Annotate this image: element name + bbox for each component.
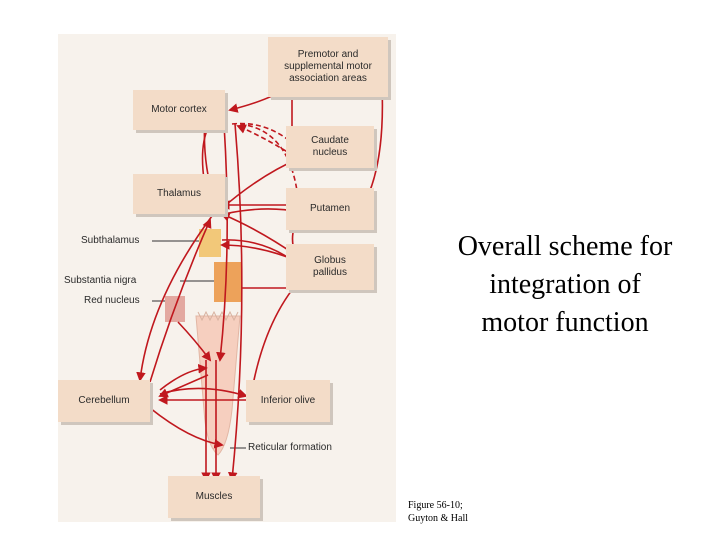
thalamus-box: Thalamus xyxy=(133,174,225,214)
muscles-box: Muscles xyxy=(168,476,260,518)
brainstem-shape xyxy=(195,315,241,456)
pathway-caudate-motor-dashed xyxy=(236,124,301,161)
motor-cortex-box: Motor cortex xyxy=(133,90,225,130)
inferior-olive-box: Inferior olive xyxy=(246,380,330,422)
caudate-box: Caudate nucleus xyxy=(286,126,374,168)
pathway-thalamus-cerebellum xyxy=(136,215,213,382)
red-nucleus-label: Red nucleus xyxy=(84,295,140,306)
slide-title: Overall scheme for integration of motor … xyxy=(457,231,673,338)
subthalamus-label: Subthalamus xyxy=(81,235,140,246)
pathway-brainstem-cerebellum xyxy=(158,374,209,398)
subthalamus-nucleus xyxy=(199,229,221,257)
pathway-cortex-putamen-dashed xyxy=(239,123,302,200)
reticular-formation-label: Reticular formation xyxy=(248,442,332,453)
pathway-motor-muscles xyxy=(227,123,243,482)
brainstem-fibers xyxy=(197,310,239,322)
pathway-globus-olive xyxy=(248,279,301,392)
figure-credit: Figure 56-10; Guyton & Hall xyxy=(408,500,468,524)
pathway-rednucleus-brainstem xyxy=(177,321,212,362)
substantia-nigra-label: Substantia nigra xyxy=(64,275,137,286)
cerebellum-box: Cerebellum xyxy=(58,380,150,422)
pathway-cerebellum-thalamus xyxy=(149,218,212,383)
putamen-box: Putamen xyxy=(286,188,374,230)
premotor-box: Premotor and supplemental motor associat… xyxy=(268,37,388,97)
substantia-nigra-nucleus xyxy=(214,262,242,302)
pathway-cerebellum-brainstem xyxy=(159,363,208,391)
globus-pallidus-box: Globus pallidus xyxy=(286,244,374,290)
